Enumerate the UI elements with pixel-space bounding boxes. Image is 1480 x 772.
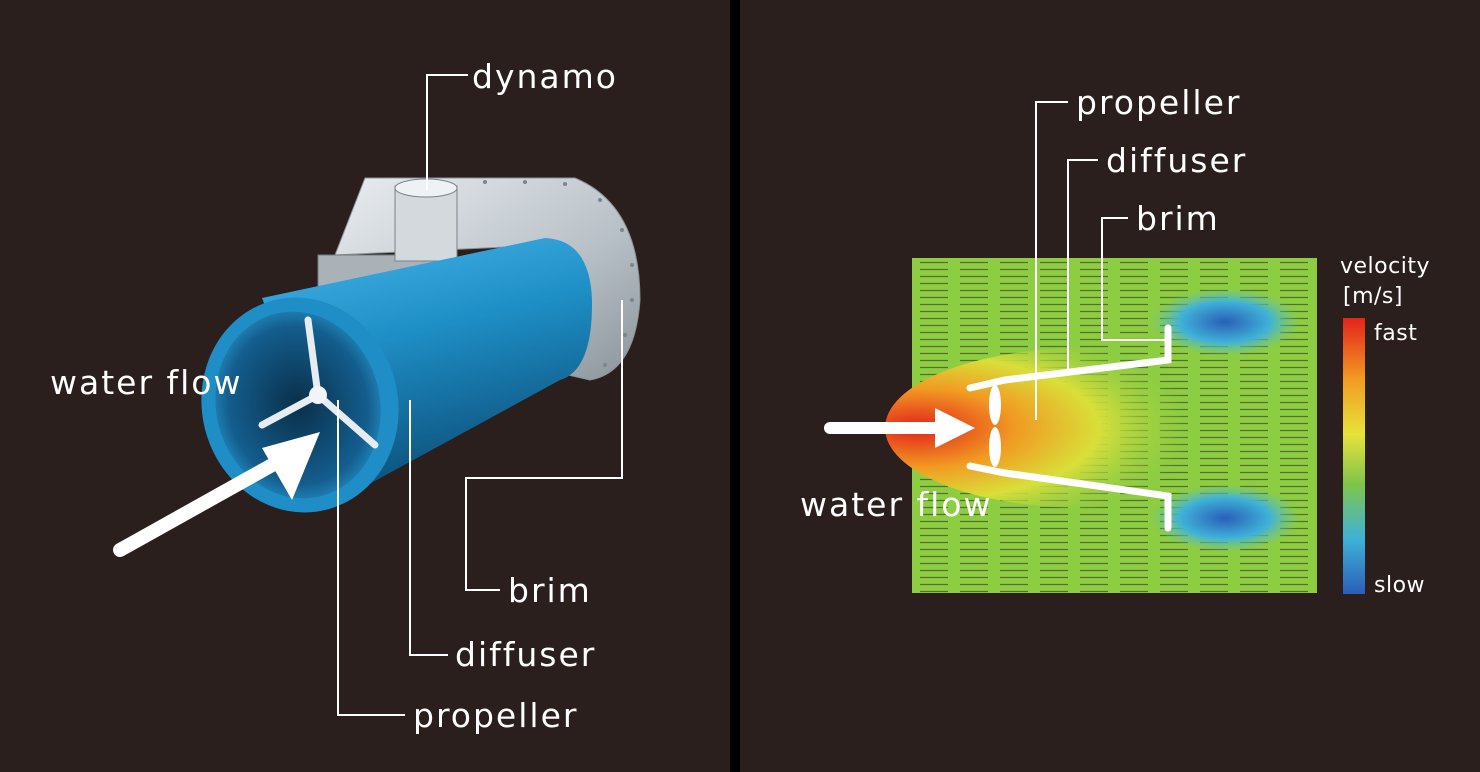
label-brim-right: brim [1136,199,1220,238]
label-diffuser-left: diffuser [455,635,597,674]
label-water-flow-right: water flow [800,485,993,524]
leader-lines-left [337,74,623,716]
label-brim-left: brim [508,571,592,610]
leader-propeller-left [337,400,405,716]
wake-upper [1150,288,1300,356]
legend-fast: fast [1374,321,1418,346]
propeller-blades [258,316,379,449]
diffuser-section [966,324,1172,532]
legend-title-line2: [m/s] [1343,284,1403,309]
propeller-hub [309,386,327,404]
label-propeller-left: propeller [413,696,579,735]
leader-diffuser-right [1067,159,1098,375]
water-flow-arrow-right [824,408,975,448]
leader-brim-right [1101,217,1166,341]
wake-lower [1150,484,1300,552]
leader-diffuser-left [409,400,448,656]
leader-lines-right [1035,101,1166,420]
propeller-section [989,385,1001,467]
label-propeller-right: propeller [1076,83,1242,122]
legend-slow: slow [1374,573,1426,598]
leader-brim-left [465,300,623,591]
leader-propeller-right [1035,101,1068,420]
label-diffuser-right: diffuser [1106,141,1248,180]
label-water-flow-left: water flow [50,363,243,402]
water-flow-arrow-left [113,432,320,557]
legend-title-line1: velocity [1340,254,1430,279]
label-dynamo: dynamo [472,57,618,96]
leader-dynamo [426,74,468,190]
panel-divider [730,0,740,772]
velocity-colorbar [1343,318,1365,594]
